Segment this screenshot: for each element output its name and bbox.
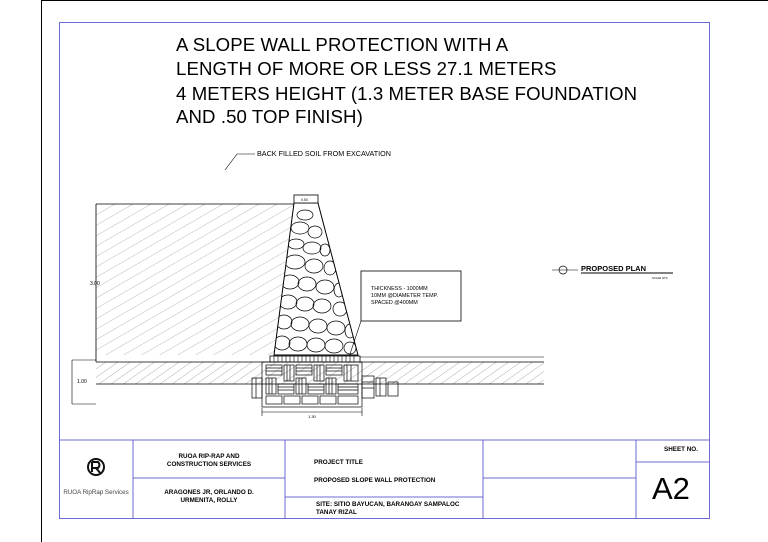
company-name: RUOA RIP-RAP AND CONSTRUCTION SERVICES [133, 453, 285, 469]
company-logo [87, 458, 105, 476]
project-title-label: PROJECT TITLE [314, 459, 363, 466]
logo-text: RUOA RipRap Services [63, 489, 128, 496]
sheet-border [59, 22, 710, 519]
site-line: TANAY RIZAL [316, 509, 357, 516]
sheet-number: A2 [652, 471, 690, 506]
title-line: 4 METERS HEIGHT (1.3 METER BASE FOUNDATI… [176, 83, 638, 104]
title-line: A SLOPE WALL PROTECTION WITH A [176, 34, 509, 55]
site-line: SITE: SITIO BAYUCAN, BARANGAY SAMPALOC [316, 501, 460, 508]
title-block-grid [59, 439, 710, 519]
project-title: PROPOSED SLOPE WALL PROTECTION [314, 477, 436, 484]
note-line: THICKNESS - 1000MM [371, 286, 428, 292]
designer-names: ARAGONES JR, ORLANDO D. URMENITA, ROLLY [133, 489, 285, 505]
viewer-top-edge [41, 0, 768, 1]
plan-label: PROPOSED PLAN [581, 264, 646, 273]
bottom-dimension: 1.30 [308, 414, 317, 419]
base-foundation [251, 361, 399, 408]
note-line: SPACED @400MM [371, 300, 418, 306]
note-leader [349, 320, 362, 355]
note-line: 10MM @DIAMETER TEMP. [371, 293, 438, 299]
designer-line: URMENITA, ROLLY [180, 497, 238, 504]
company-line: CONSTRUCTION SERVICES [166, 461, 252, 468]
title-line: LENGTH OF MORE OR LESS 27.1 METERS [176, 58, 557, 79]
height-dimension: 3.00 [90, 281, 100, 287]
designer-line: ARAGONES JR, ORLANDO D. [164, 489, 254, 496]
company-line: RUOA RIP-RAP AND [178, 453, 240, 460]
base-dimension: 1.00 [77, 379, 87, 385]
rebar-mat-ticks [273, 356, 355, 362]
backfill-soil-area [96, 204, 294, 355]
backfill-label: BACK FILLED SOIL FROM EXCAVATION [257, 149, 391, 158]
top-dimension: 0.50 [301, 198, 308, 202]
sheet-number-label: SHEET NO. [664, 446, 698, 453]
top-finish-cap [293, 194, 319, 204]
viewer-left-edge [41, 0, 42, 542]
plan-scale: SCALE NTS [652, 276, 668, 280]
backfill-leader-diagonal [224, 153, 238, 171]
site-address: SITE: SITIO BAYUCAN, BARANGAY SAMPALOC T… [316, 501, 459, 517]
title-line: AND .50 TOP FINISH) [176, 106, 363, 127]
reinforcement-note-box [360, 270, 462, 322]
rebar-mat [269, 355, 361, 363]
